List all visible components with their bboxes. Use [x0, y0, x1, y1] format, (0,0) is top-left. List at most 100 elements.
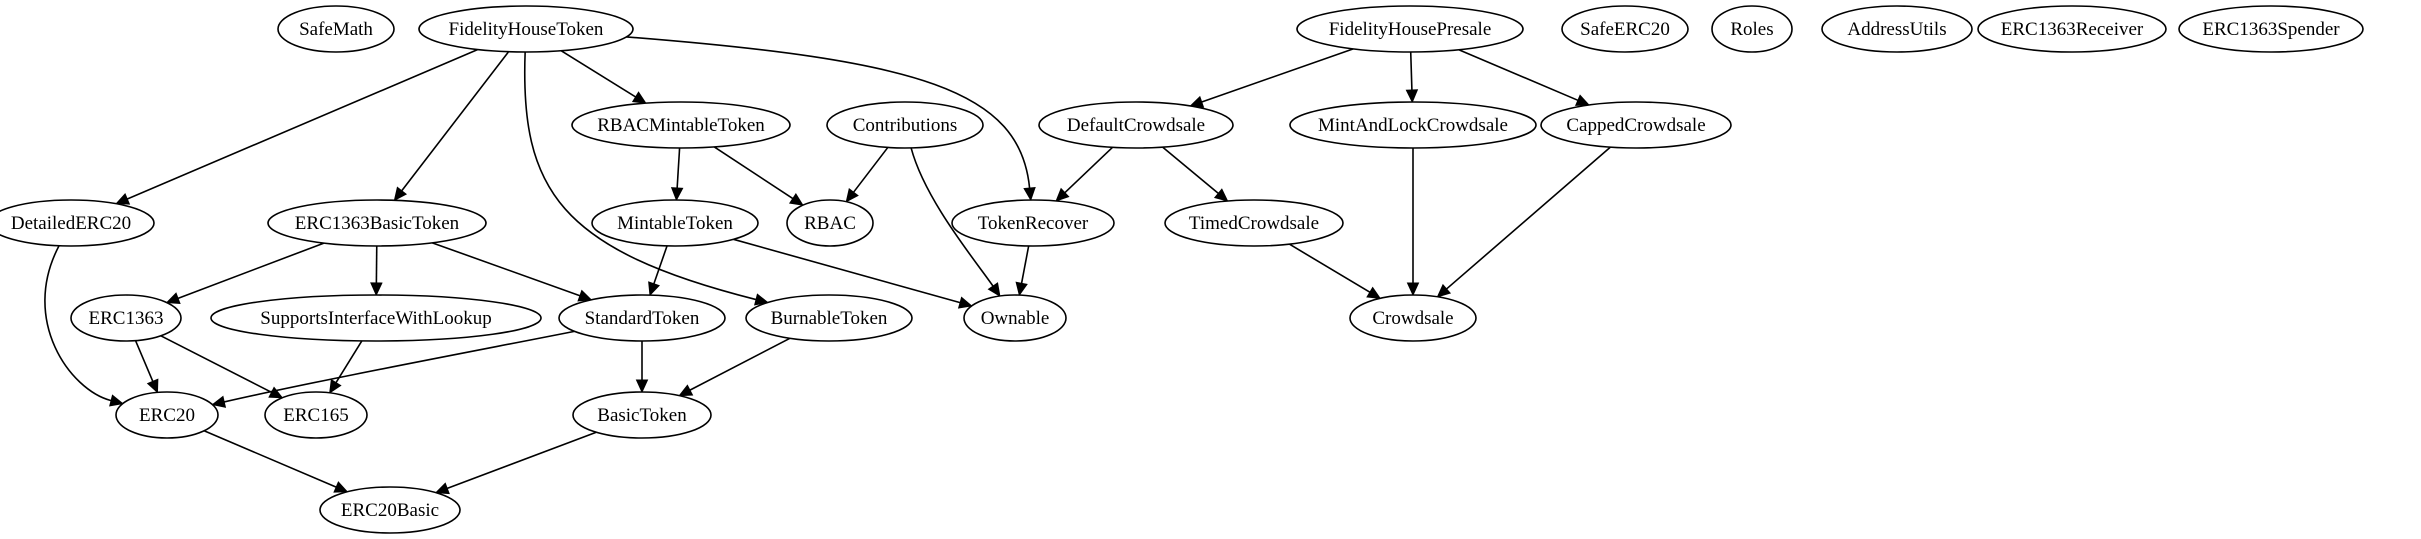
edge-standard-token-to-basic-token: [635, 341, 649, 394]
node-ellipse-fidelity-house-token: [418, 5, 634, 53]
edge-fidelity-house-token-to-token-recover: [626, 36, 1036, 202]
edge-mintable-token-to-ownable: [733, 238, 973, 309]
node-ellipse-address-utils: [1821, 5, 1973, 53]
node-ellipse-standard-token: [558, 294, 726, 342]
edge-line: [733, 238, 961, 304]
arrowhead: [1015, 281, 1028, 297]
edge-line: [203, 430, 337, 488]
edge-line: [160, 335, 272, 394]
edge-line: [1409, 51, 1413, 91]
edge-line: [713, 146, 794, 200]
arrowhead: [678, 384, 694, 397]
edge-line: [689, 337, 791, 391]
node-default-crowdsale: DefaultCrowdsale: [1038, 101, 1234, 149]
node-erc20: ERC20: [115, 391, 219, 439]
node-ellipse-erc20-basic: [319, 486, 461, 534]
node-ellipse-burnable-token: [745, 294, 913, 342]
node-rbac: RBAC: [786, 199, 874, 247]
node-label-erc20-basic: ERC20Basic: [341, 500, 439, 521]
node-label-fidelity-house-presale: FidelityHousePresale: [1329, 19, 1492, 40]
node-capped-crowdsale: CappedCrowdsale: [1540, 101, 1732, 149]
edge-line: [1446, 146, 1611, 290]
node-safe-math: SafeMath: [277, 5, 395, 53]
node-ellipse-safe-math: [277, 5, 395, 53]
node-address-utils: AddressUtils: [1821, 5, 1973, 53]
edge-line: [126, 48, 479, 200]
node-ellipse-capped-crowdsale: [1540, 101, 1732, 149]
node-token-recover: TokenRecover: [951, 199, 1115, 247]
node-ellipse-mintable-token: [591, 199, 759, 247]
node-burnable-token: BurnableToken: [745, 294, 913, 342]
node-label-rbac: RBAC: [804, 213, 856, 234]
edge-line: [852, 146, 889, 193]
edge-detailed-erc20-to-erc20: [44, 245, 124, 407]
edge-line: [1201, 48, 1354, 103]
node-label-burnable-token: BurnableToken: [771, 308, 888, 329]
edge-rbac-mintable-token-to-mintable-token: [670, 147, 684, 202]
arrowhead: [1436, 283, 1452, 298]
node-label-erc1363-spender: ERC1363Spender: [2202, 19, 2340, 40]
arrowhead: [434, 482, 450, 495]
node-ellipse-erc20: [115, 391, 219, 439]
edge-fidelity-house-token-to-rbac-mintable-token: [560, 50, 647, 104]
node-ellipse-erc1363: [70, 294, 182, 342]
edge-capped-crowdsale-to-crowdsale: [1436, 146, 1611, 298]
node-label-detailed-erc20: DetailedERC20: [11, 213, 131, 234]
edge-line: [432, 242, 581, 297]
node-label-address-utils: AddressUtils: [1847, 19, 1946, 40]
node-label-basic-token: BasicToken: [597, 405, 687, 426]
node-label-default-crowdsale: DefaultCrowdsale: [1067, 115, 1205, 136]
node-label-supports-interface-with-lookup: SupportsInterfaceWithLookup: [260, 308, 491, 329]
node-ellipse-token-recover: [951, 199, 1115, 247]
edge-line: [910, 147, 994, 287]
edge-token-recover-to-ownable: [1015, 245, 1030, 297]
node-label-mintable-token: MintableToken: [617, 213, 733, 234]
node-ellipse-default-crowdsale: [1038, 101, 1234, 149]
node-erc20-basic: ERC20Basic: [319, 486, 461, 534]
edge-line: [446, 431, 597, 490]
edge-mintable-token-to-standard-token: [648, 245, 668, 297]
arrowhead: [1213, 188, 1229, 202]
node-erc1363-spender: ERC1363Spender: [2178, 5, 2364, 53]
node-ellipse-crowdsale: [1349, 294, 1477, 342]
node-ellipse-erc1363-basic-token: [267, 199, 487, 247]
arrowhead: [788, 193, 804, 206]
edge-erc1363-to-erc20: [134, 340, 159, 394]
arrowhead: [635, 379, 649, 394]
arrowhead: [329, 378, 342, 394]
edge-line: [335, 340, 363, 384]
node-ellipse-ownable: [963, 294, 1067, 342]
arrowhead: [333, 481, 349, 493]
node-ellipse-mint-and-lock-crowdsale: [1289, 101, 1537, 149]
node-label-ownable: Ownable: [981, 308, 1050, 329]
node-ellipse-contributions: [826, 101, 984, 149]
node-ellipse-erc1363-receiver: [1977, 5, 2167, 53]
node-erc165: ERC165: [264, 391, 368, 439]
node-mint-and-lock-crowdsale: MintAndLockCrowdsale: [1289, 101, 1537, 149]
arrowhead: [845, 187, 859, 203]
node-label-contributions: Contributions: [853, 115, 958, 136]
edge-rbac-mintable-token-to-rbac: [713, 146, 804, 206]
edge-line: [134, 340, 154, 382]
node-fidelity-house-token: FidelityHouseToken: [418, 5, 634, 53]
node-label-fidelity-house-token: FidelityHouseToken: [449, 19, 604, 40]
node-label-standard-token: StandardToken: [585, 308, 700, 329]
edge-timed-crowdsale-to-crowdsale: [1288, 243, 1382, 299]
edge-contributions-to-rbac: [845, 146, 889, 203]
edge-supports-interface-with-lookup-to-erc165: [329, 340, 363, 394]
edge-default-crowdsale-to-timed-crowdsale: [1162, 146, 1229, 202]
node-ellipse-safe-erc20: [1561, 5, 1689, 53]
edge-line: [653, 245, 668, 285]
node-label-rbac-mintable-token: RBACMintableToken: [597, 115, 765, 136]
edge-contributions-to-ownable: [910, 147, 1001, 298]
arrowhead: [1055, 187, 1070, 202]
node-ellipse-erc165: [264, 391, 368, 439]
node-supports-interface-with-lookup: SupportsInterfaceWithLookup: [210, 294, 542, 342]
arrowhead: [670, 187, 684, 202]
arrowhead: [1406, 282, 1420, 297]
edge-default-crowdsale-to-token-recover: [1055, 146, 1114, 202]
edge-line: [560, 50, 637, 98]
edge-basic-token-to-erc20-basic: [434, 431, 597, 495]
edge-line: [676, 147, 681, 189]
arrowhead: [1023, 186, 1036, 202]
